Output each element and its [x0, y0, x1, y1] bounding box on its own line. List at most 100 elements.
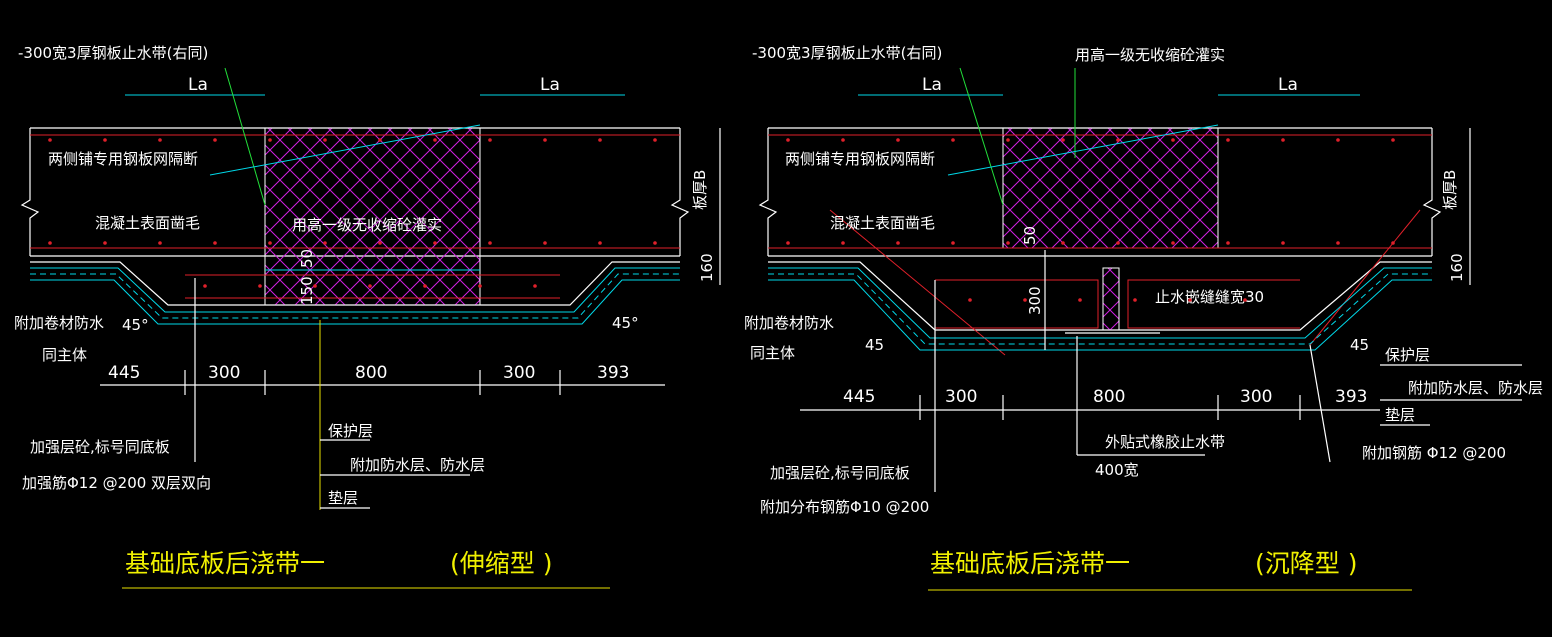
right-ext-waterstop: 外贴式橡胶止水带: [1105, 433, 1225, 451]
rebar-dot: [896, 138, 900, 142]
rebar-dot: [1171, 241, 1175, 245]
rebar-dot: [48, 241, 52, 245]
right-rebar: [768, 134, 1432, 356]
rebar-dot: [433, 241, 437, 245]
rebar-dot: [1336, 241, 1340, 245]
rebar-dot: [951, 241, 955, 245]
rebar-dot: [1023, 298, 1027, 302]
right-extra-waterproof: 附加卷材防水: [744, 314, 834, 332]
right-dim-300v: 300: [1026, 286, 1044, 315]
rebar-dot: [158, 138, 162, 142]
right-joint-note: 止水嵌缝缝宽30: [1155, 288, 1264, 306]
right-rough-note: 混凝土表面凿毛: [830, 214, 935, 232]
right-angle-right: 45: [1350, 336, 1369, 354]
rebar-dot: [323, 241, 327, 245]
rebar-dot: [423, 284, 427, 288]
right-slab-thickness: 板厚B: [1441, 170, 1459, 210]
left-reinforce-note-1: 加强层砼,标号同底板: [30, 438, 170, 456]
rebar-dot: [1006, 138, 1010, 142]
rebar-dot: [488, 241, 492, 245]
right-dim-393: 393: [1335, 387, 1367, 407]
rebar-dot: [323, 138, 327, 142]
rebar-dot: [1006, 241, 1010, 245]
left-detail: -300宽3厚钢板止水带(右同) La La 两侧铺专用钢板网隔断 混凝土表面凿…: [14, 44, 721, 589]
right-rebar-note: 附加钢筋 Φ12 @200: [1362, 444, 1506, 462]
left-dim-300a: 300: [208, 363, 240, 383]
right-same-main: 同主体: [750, 344, 795, 362]
rebar-dot: [1281, 138, 1285, 142]
right-ext-width: 400宽: [1095, 461, 1139, 479]
right-joint-filler: [1102, 267, 1120, 331]
left-la-left: La: [188, 75, 208, 95]
rebar-dot: [1226, 241, 1230, 245]
right-waterproof-layers: [768, 267, 1432, 351]
rebar-dot: [543, 241, 547, 245]
rebar-dot: [268, 241, 272, 245]
rebar-dot: [1391, 241, 1395, 245]
rebar-dot: [786, 138, 790, 142]
right-dim-50: 50: [1021, 226, 1039, 245]
left-dim-300b: 300: [503, 363, 535, 383]
left-mesh-note: 两侧铺专用钢板网隔断: [48, 150, 198, 168]
right-detail: -300宽3厚钢板止水带(右同) 用高一级无收缩砼灌实 La La 两侧铺专用钢…: [744, 44, 1543, 591]
left-reinforce-note-2: 加强筋Φ12 @200 双层双向: [22, 474, 211, 492]
right-dim-300b: 300: [1240, 387, 1272, 407]
left-waterproof-layers: [30, 267, 680, 325]
right-la-left: La: [922, 75, 942, 95]
right-leaders: [934, 67, 1522, 492]
left-dim-150: 150: [298, 276, 316, 305]
left-layer-waterproof: 附加防水层、防水层: [350, 456, 485, 474]
right-title: 基础底板后浇带一: [930, 549, 1130, 578]
right-type: (沉降型 ): [1255, 549, 1357, 578]
rebar-dot: [213, 241, 217, 245]
rebar-dot: [478, 284, 482, 288]
left-waterstop-note: -300宽3厚钢板止水带(右同): [18, 44, 208, 62]
rebar-dot: [896, 241, 900, 245]
right-layer-cushion: 垫层: [1385, 406, 1415, 424]
rebar-dot: [1133, 298, 1137, 302]
rebar-dot: [841, 241, 845, 245]
rebar-dot: [533, 284, 537, 288]
rebar-dot: [653, 138, 657, 142]
left-rough-note: 混凝土表面凿毛: [95, 214, 200, 232]
rebar-dot: [1188, 298, 1192, 302]
rebar-dot: [841, 138, 845, 142]
rebar-dot: [158, 241, 162, 245]
left-angle-right: 45°: [612, 314, 639, 332]
rebar-dot: [378, 138, 382, 142]
right-reinforce-note-2: 附加分布钢筋Φ10 @200: [760, 498, 929, 516]
rebar-dot: [258, 284, 262, 288]
left-title: 基础底板后浇带一: [125, 549, 325, 578]
rebar-dot: [653, 241, 657, 245]
rebar-dot: [103, 138, 107, 142]
left-type: (伸缩型 ): [450, 549, 552, 578]
right-layer-waterproof: 附加防水层、防水层: [1408, 379, 1543, 397]
left-slab-thickness: 板厚B: [691, 170, 709, 210]
rebar-dot: [786, 241, 790, 245]
rebar-dot: [1336, 138, 1340, 142]
rebar-dot: [433, 138, 437, 142]
left-extra-waterproof: 附加卷材防水: [14, 314, 104, 332]
right-layer-protect: 保护层: [1385, 346, 1430, 364]
left-grout-note: 用高一级无收缩砼灌实: [292, 216, 442, 234]
rebar-dot: [598, 138, 602, 142]
rebar-dot: [968, 298, 972, 302]
rebar-dot: [48, 138, 52, 142]
rebar-dot: [951, 138, 955, 142]
right-angle-left: 45: [865, 336, 884, 354]
right-dim-445: 445: [843, 387, 875, 407]
rebar-dot: [543, 138, 547, 142]
rebar-dot: [313, 284, 317, 288]
left-layer-cushion: 垫层: [328, 489, 358, 507]
rebar-dot: [1171, 138, 1175, 142]
rebar-dot: [103, 241, 107, 245]
left-layer-protect: 保护层: [328, 422, 373, 440]
rebar-dot: [1116, 138, 1120, 142]
rebar-dot: [1061, 138, 1065, 142]
left-rebar: [30, 134, 680, 299]
rebar-dot: [1116, 241, 1120, 245]
right-post-pour-zone: [1002, 127, 1219, 249]
rebar-dot: [378, 241, 382, 245]
left-dim-800: 800: [355, 363, 387, 383]
left-dim-160: 160: [698, 253, 716, 282]
